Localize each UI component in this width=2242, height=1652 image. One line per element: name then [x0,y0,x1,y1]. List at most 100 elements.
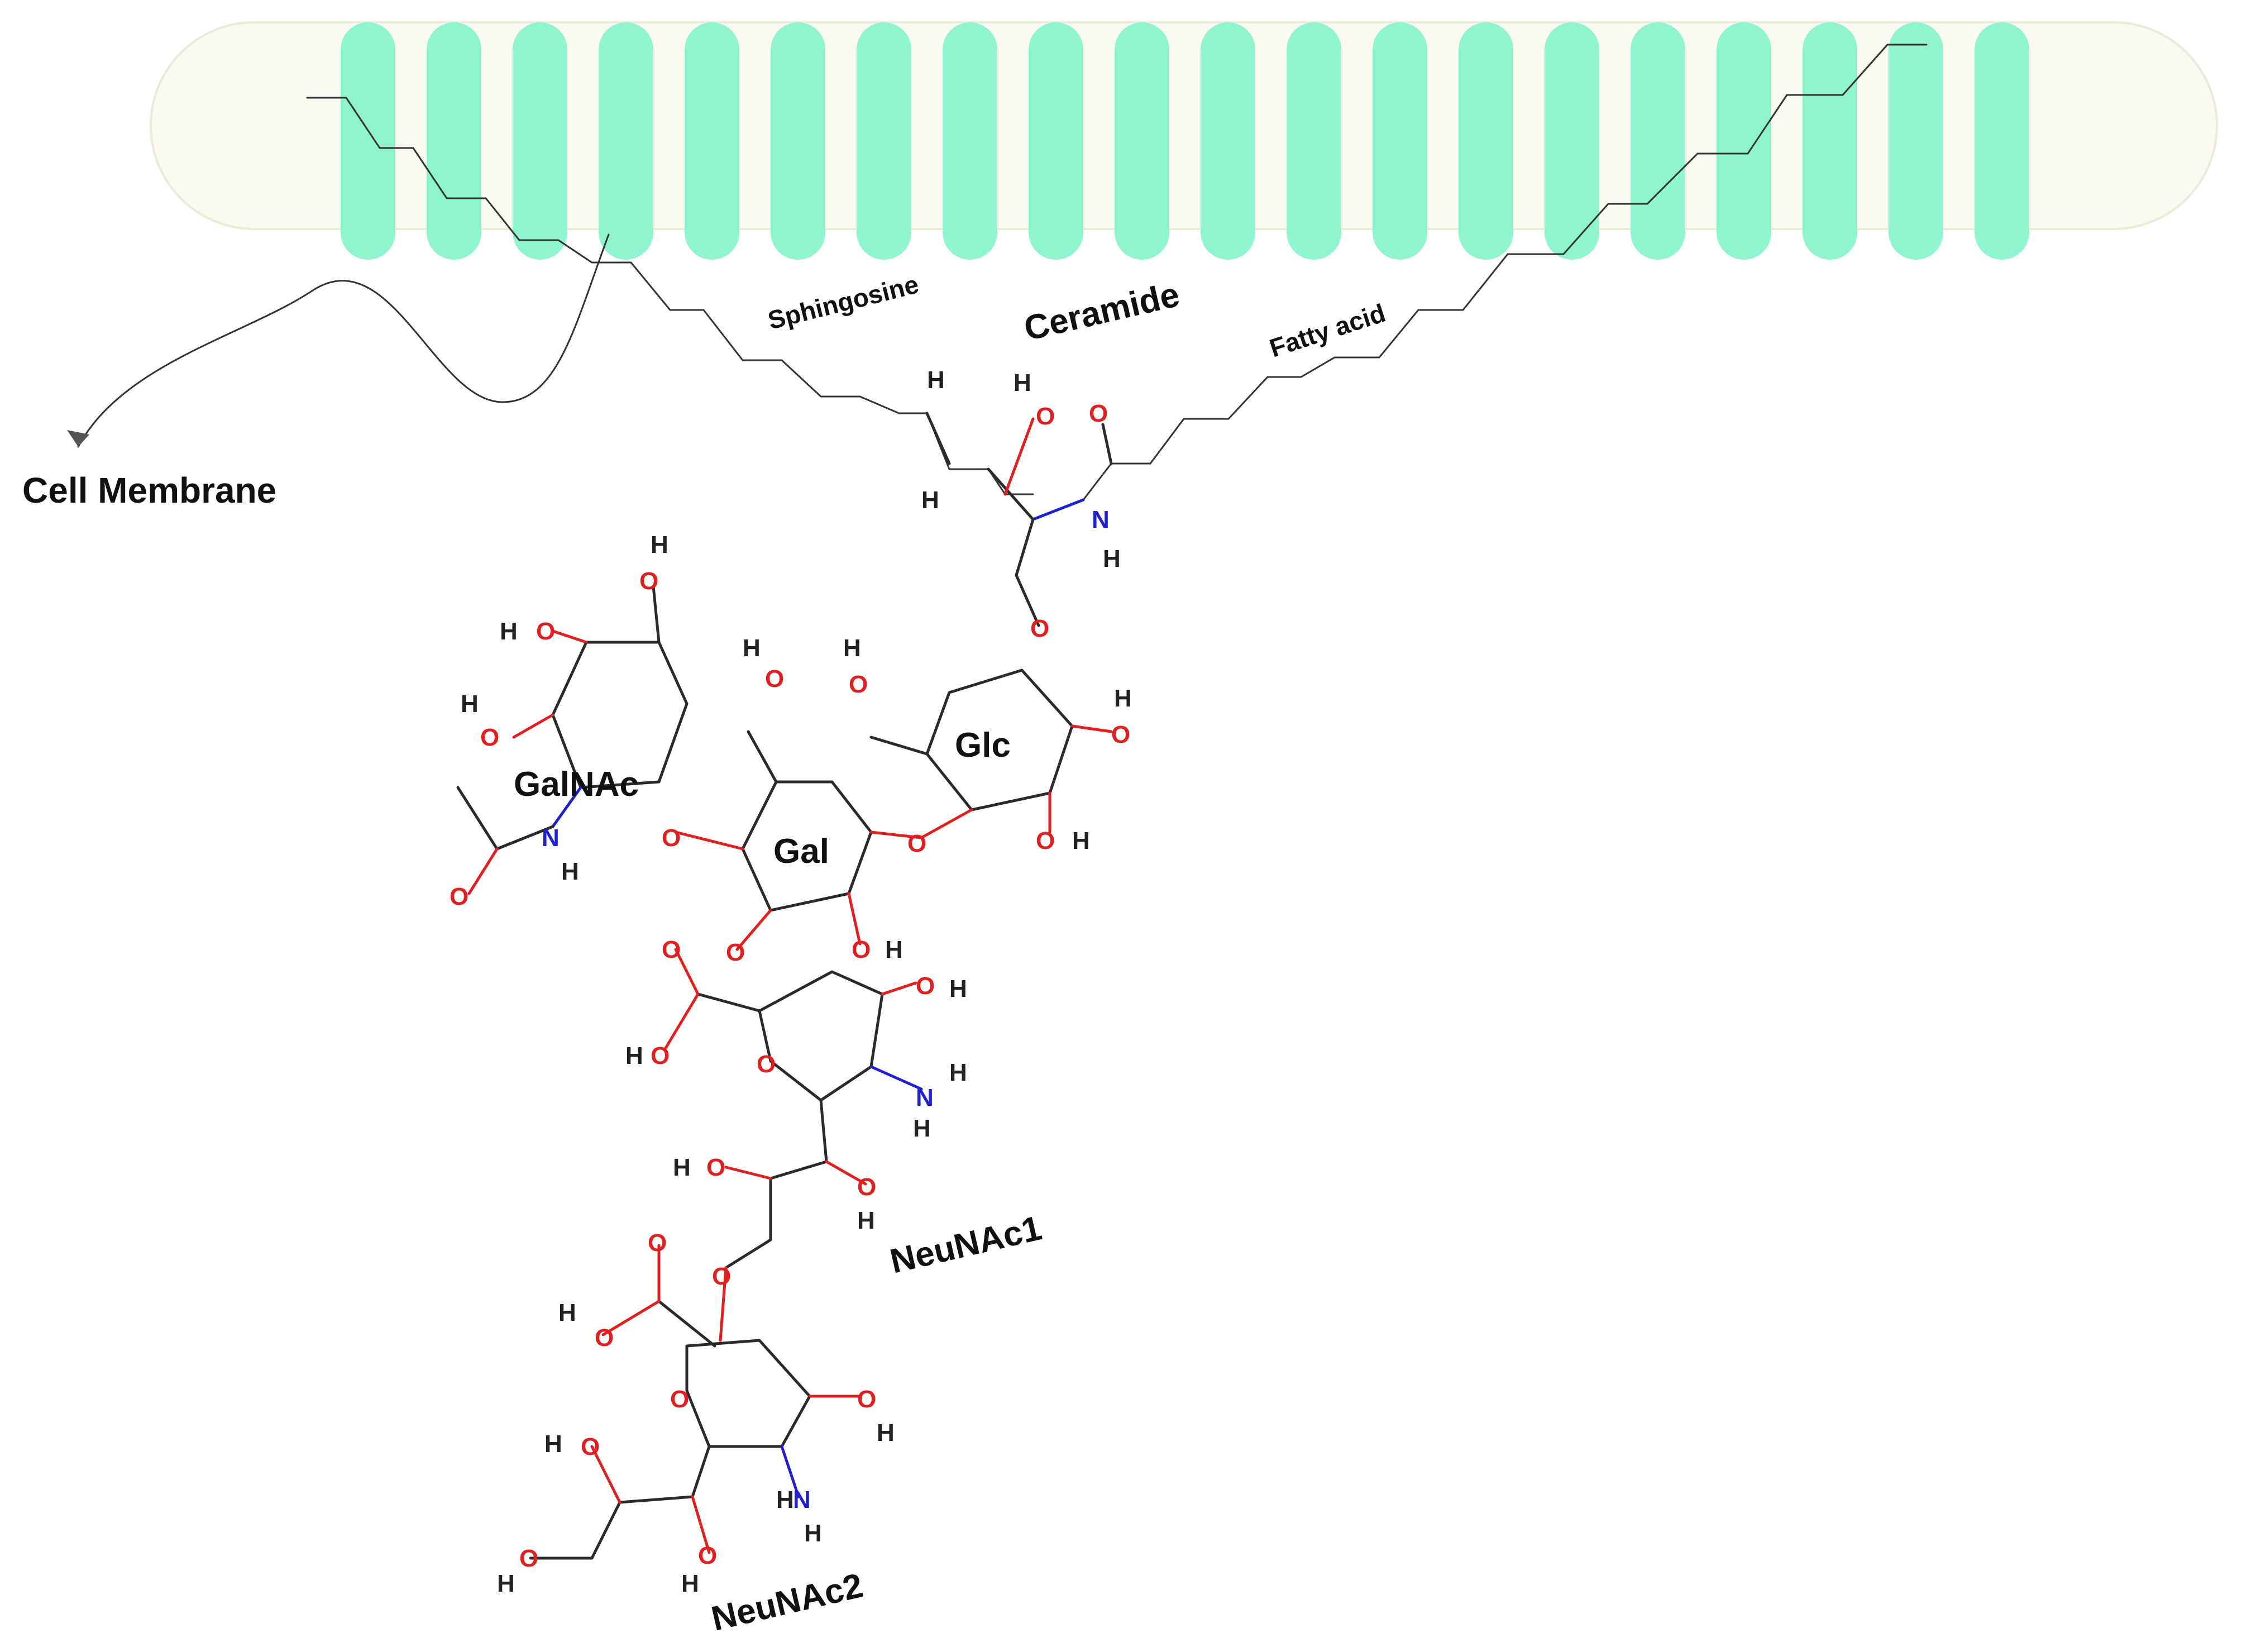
amide-bond [1031,498,1085,521]
neunac1-side-oh2 [724,1166,772,1180]
atom-h: H [461,690,479,718]
atom-h: H [681,1570,699,1597]
atom-h: H [913,1115,931,1142]
atom-o: O [519,1545,538,1572]
membrane-stripe [427,22,481,260]
ceramide-backbone [987,467,1040,627]
atom-o: O [726,939,745,966]
atom-h: H [857,1207,875,1234]
fatty-acid-chain [1031,44,1928,521]
atom-o: O [907,830,926,857]
sphingosine-label: Sphingosine [765,269,921,335]
gal-link-neunac1 [735,909,772,951]
carbonyl-bond [1101,423,1113,465]
atom-o: O [648,1229,667,1257]
atom-o: O [450,883,469,910]
atom-o: O [852,936,871,963]
neunac1-ring-shape [758,970,884,1102]
atom-o: O [639,567,658,595]
glc-oh3 [1070,724,1113,733]
atom-h: H [1014,369,1031,397]
gal-oh2 [847,892,862,946]
galnac-oh3 [512,713,554,739]
membrane-stripe [857,22,911,260]
membrane-stripe [599,22,653,260]
atom-h: H [497,1570,515,1597]
pointer-curve [77,233,610,448]
membrane-stripe [1029,22,1083,260]
fatty-acid-label: Fatty acid [1266,298,1389,363]
neunac1-label: NeuNAc1 [887,1209,1045,1281]
membrane-stripe [1201,22,1255,260]
atom-h: H [877,1419,895,1446]
membrane-stripe [1975,22,2029,260]
neunac1-carboxyl [696,992,761,1013]
membrane-stripe [1459,22,1513,260]
cell-membrane [150,21,2218,260]
gal-c6 [747,730,778,784]
atom-n: N [542,824,560,852]
neunac1-coh [663,992,700,1052]
galnac-label: GalNAc [514,765,639,804]
arrowhead-icon [67,430,89,447]
atom-h: H [1072,827,1090,854]
neunac2-side-oh1 [691,1495,711,1554]
atom-h: H [561,858,579,885]
atom-h: H [776,1486,794,1513]
atom-h: H [500,618,518,645]
neunac1-co [674,948,700,996]
galnac-co [467,847,499,895]
atom-h: H [885,936,903,963]
membrane-stripe [341,22,395,260]
membrane-stripe [1803,22,1857,260]
atom-h: H [544,1430,562,1458]
atom-n: N [793,1486,811,1513]
neunac2-ring-shape [685,1339,811,1448]
atom-h: H [743,634,761,662]
neunac1-side-chain [724,1099,828,1269]
atom-o: O [662,936,681,963]
atom-h: H [921,486,939,514]
membrane-stripe [1545,22,1599,260]
membrane-stripe [771,22,825,260]
atom-h: H [949,975,967,1002]
glc-c6 [869,736,929,756]
membrane-pointer [67,233,610,448]
atom-h: H [673,1154,691,1181]
glc-link [920,808,973,839]
atom-o: O [480,724,499,751]
membrane-stripe [1717,22,1771,260]
glc-ring [869,669,1113,839]
atom-o: O [698,1542,717,1569]
neunac2-carboxyl [657,1300,716,1348]
atom-h: H [843,634,861,662]
ceramide-label: Ceramide [1021,275,1183,348]
atom-h: H [1103,545,1121,572]
atom-n: N [916,1084,934,1111]
gal-link-glc [869,830,923,839]
galnac-oh4 [551,629,588,644]
atom-o: O [849,671,868,698]
fatty-acid-tail [1082,44,1928,501]
atom-o: O [670,1386,689,1413]
atom-o: O [712,1263,731,1290]
membrane-stripe [1889,22,1943,260]
membrane-stripe [943,22,997,260]
atom-h: H [625,1042,643,1069]
atom-h: H [927,366,945,394]
atom-o: O [916,972,935,1000]
atom-o: O [536,618,555,645]
neunac1-ring [663,948,923,1269]
atom-o: O [1111,721,1130,748]
atom-h: H [651,531,668,558]
neunac2-coh [601,1300,661,1336]
membrane-stripe [513,22,567,260]
atom-o: O [651,1042,670,1069]
sphingosine-chain [306,97,1034,495]
galnac-c6 [652,585,661,644]
membrane-stripe [685,22,739,260]
membrane-body [150,21,2218,230]
double-bond [925,412,951,465]
